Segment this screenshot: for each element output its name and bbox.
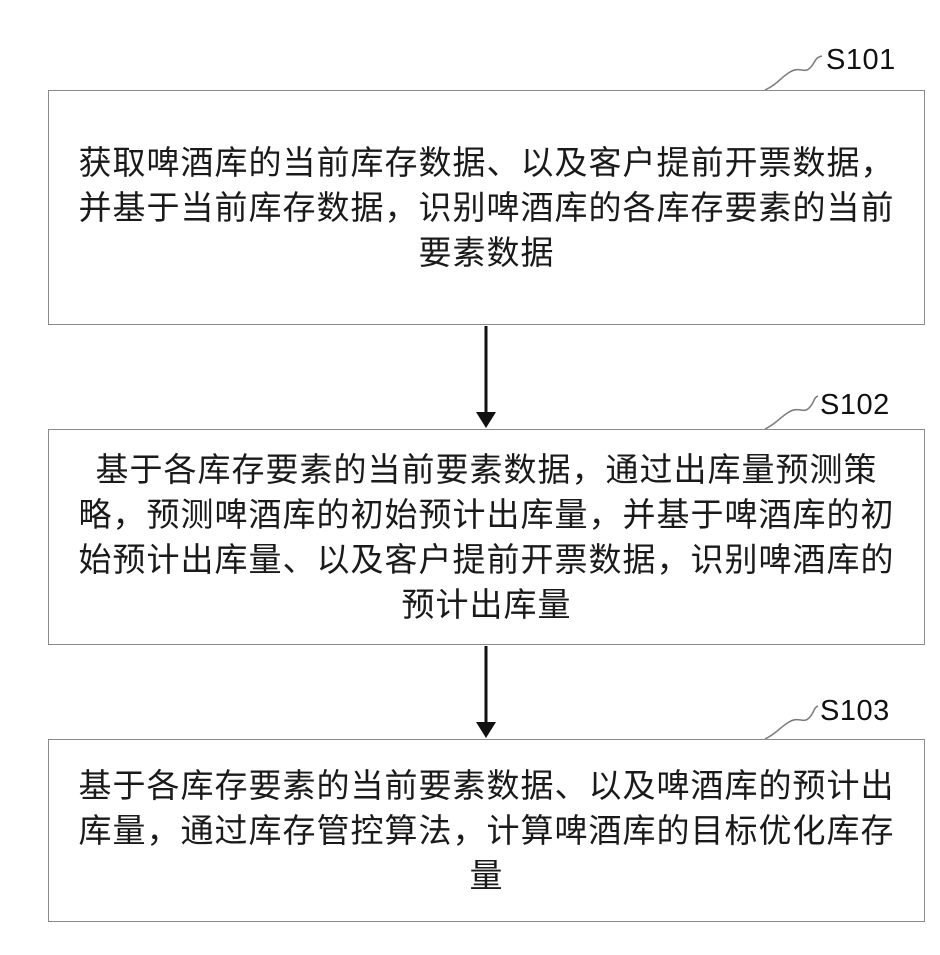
step-box-s102: 基于各库存要素的当前要素数据，通过出库量预测策略，预测啤酒库的初始预计出库量，并… [48,429,925,645]
leader-squiggle-s102 [765,396,818,429]
step-box-s103: 基于各库存要素的当前要素数据、以及啤酒库的预计出库量，通过库存管控算法，计算啤酒… [48,739,925,922]
step-text-s103: 基于各库存要素的当前要素数据、以及啤酒库的预计出库量，通过库存管控算法，计算啤酒… [49,763,924,898]
step-box-s101: 获取啤酒库的当前库存数据、以及客户提前开票数据，并基于当前库存数据，识别啤酒库的… [48,90,925,325]
arrow-s102-to-s103 [476,646,496,738]
arrow-s101-to-s102 [476,326,496,428]
step-label-s102: S102 [820,389,890,422]
step-text-s102: 基于各库存要素的当前要素数据，通过出库量预测策略，预测啤酒库的初始预计出库量，并… [49,447,924,627]
leader-squiggle-s103 [765,706,818,739]
step-text-s101: 获取啤酒库的当前库存数据、以及客户提前开票数据，并基于当前库存数据，识别啤酒库的… [49,140,924,275]
step-label-s103: S103 [820,695,890,728]
step-label-s101: S101 [826,44,896,77]
leader-squiggle-s101 [765,56,822,90]
